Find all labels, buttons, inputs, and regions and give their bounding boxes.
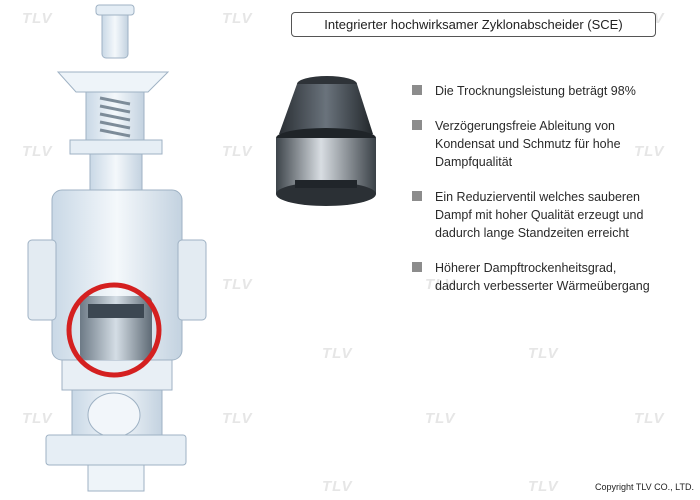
feature-text: Die Trocknungsleistung beträgt 98% xyxy=(435,84,636,98)
watermark: TLV xyxy=(222,10,253,27)
feature-text: Höherer Dampftrockenheitsgrad, dadurch v… xyxy=(435,261,650,293)
watermark: TLV xyxy=(634,410,665,427)
bullet-square-icon xyxy=(412,120,422,130)
watermark: TLV xyxy=(22,410,53,427)
bullet-square-icon xyxy=(412,262,422,272)
watermark: TLV xyxy=(222,276,253,293)
cyclone-separator-image xyxy=(276,76,376,206)
feature-list: Die Trocknungsleistung beträgt 98% Verzö… xyxy=(412,82,697,312)
bullet-square-icon xyxy=(412,85,422,95)
watermark: TLV xyxy=(528,345,559,362)
watermark: TLV xyxy=(425,410,456,427)
feature-item: Ein Reduzierventil welches sauberen Damp… xyxy=(412,188,697,242)
watermark: TLV xyxy=(528,478,559,495)
feature-item: Verzögerungsfreie Ableitung von Kondensa… xyxy=(412,117,697,171)
watermark: TLV xyxy=(634,143,665,160)
watermark: TLV xyxy=(425,276,456,293)
feature-text: Verzögerungsfreie Ableitung von Kondensa… xyxy=(435,119,621,169)
feature-text: Ein Reduzierventil welches sauberen Damp… xyxy=(435,190,644,240)
feature-item: Höherer Dampftrockenheitsgrad, dadurch v… xyxy=(412,259,697,295)
watermark: TLV xyxy=(222,410,253,427)
title-box: Integrierter hochwirksamer Zyklonabschei… xyxy=(291,12,656,37)
watermark: TLV xyxy=(22,143,53,160)
watermark: TLV xyxy=(322,478,353,495)
copyright-text: Copyright TLV CO., LTD. xyxy=(594,482,694,492)
watermark: TLV xyxy=(222,143,253,160)
valve-illustration xyxy=(27,4,207,492)
watermark: TLV xyxy=(322,345,353,362)
bullet-square-icon xyxy=(412,191,422,201)
feature-item: Die Trocknungsleistung beträgt 98% xyxy=(412,82,697,100)
watermark: TLV xyxy=(22,10,53,27)
